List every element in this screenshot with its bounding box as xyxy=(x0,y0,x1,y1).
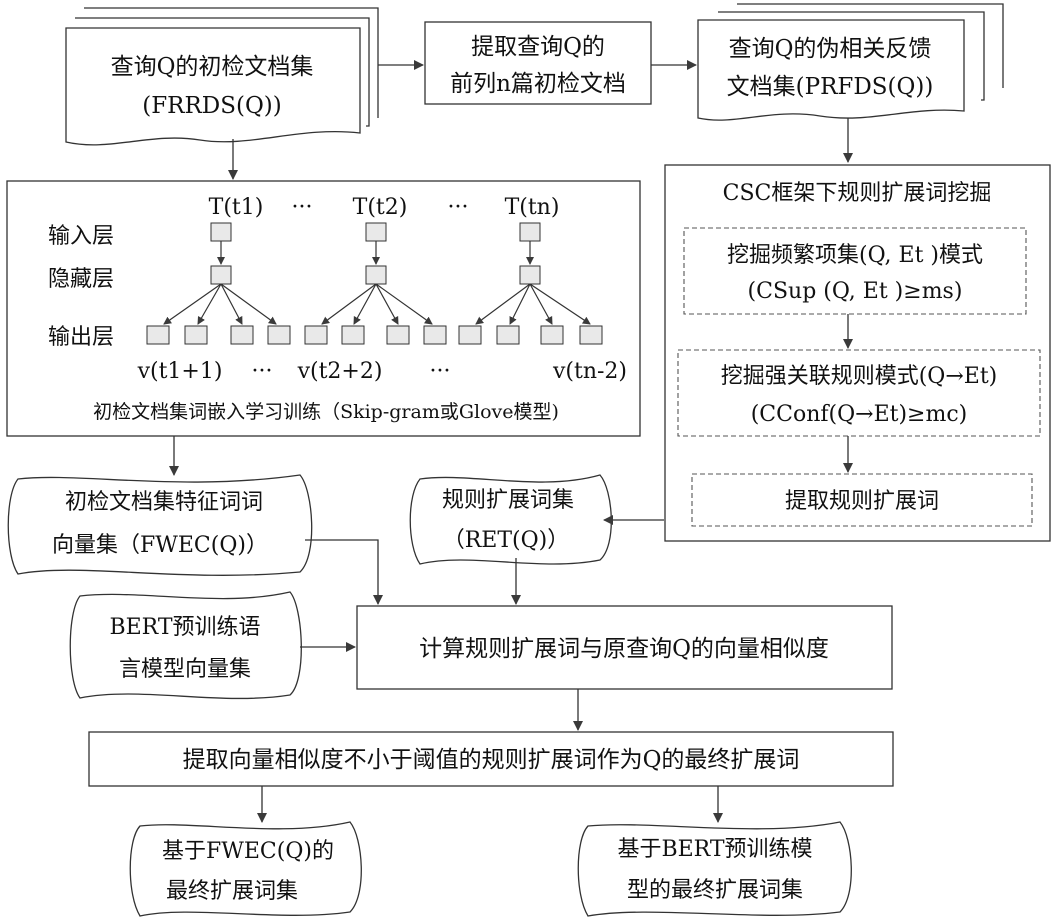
final-bert-node: 基于BERT预训练模 型的最终扩展词集 xyxy=(577,821,852,917)
initial-docs-node: 查询Q的初检文档集 (FRRDS(Q)) xyxy=(65,7,379,146)
csc-step1-line2: (CSup (Q, Et )≥ms) xyxy=(748,279,963,304)
ret-line1: 规则扩展词集 xyxy=(442,488,574,513)
extract-top-n-node: 提取查询Q的 前列n篇初检文档 xyxy=(424,21,652,105)
final-fwec-node: 基于FWEC(Q)的 最终扩展词集 xyxy=(129,821,362,917)
embedding-panel: T(t1) ··· T(t2) ··· T(tn) 输入层 隐藏层 输出层 xyxy=(6,180,641,437)
bert-vectors-node: BERT预训练语 言模型向量集 xyxy=(69,591,302,700)
arrow-fwec-to-similarity xyxy=(305,539,383,605)
bottom-ellipsis-2: ··· xyxy=(430,359,451,384)
csc-panel: CSC框架下规则扩展词挖掘 挖掘频繁项集(Q, Et )模式 (CSup (Q,… xyxy=(664,164,1051,542)
bert-vectors-line2: 言模型向量集 xyxy=(119,657,251,682)
bottom-ellipsis-1: ··· xyxy=(252,359,273,384)
extract-top-n-line1: 提取查询Q的 xyxy=(471,34,605,60)
fwec-node: 初检文档集特征词词 向量集（FWEC(Q)） xyxy=(7,474,313,576)
csc-step1-line1: 挖掘频繁项集(Q, Et )模式 xyxy=(727,243,983,268)
fwec-line2: 向量集（FWEC(Q)） xyxy=(52,533,268,558)
final-fwec-line2: 最终扩展词集 xyxy=(166,879,298,904)
fwec-line1: 初检文档集特征词词 xyxy=(65,490,263,515)
pseudo-feedback-line1: 查询Q的伪相关反馈 xyxy=(729,36,932,62)
output-layer-label: 输出层 xyxy=(48,325,114,350)
csc-title: CSC框架下规则扩展词挖掘 xyxy=(723,181,992,206)
csc-step2-line2: (CConf(Q→Et)≥mc) xyxy=(751,402,968,427)
bottom-label-1: v(t1+1) xyxy=(137,359,223,384)
bottom-label-2: v(t2+2) xyxy=(297,359,383,384)
final-fwec-line1: 基于FWEC(Q)的 xyxy=(162,839,334,864)
threshold-node: 提取向量相似度不小于阈值的规则扩展词作为Q的最终扩展词 xyxy=(88,731,894,787)
similarity-label: 计算规则扩展词与原查询Q的向量相似度 xyxy=(419,636,829,662)
ret-node: 规则扩展词集 （RET(Q)） xyxy=(409,474,612,565)
final-bert-line1: 基于BERT预训练模 xyxy=(617,837,812,862)
top-label-t1: T(t1) xyxy=(209,195,264,220)
top-label-tn: T(tn) xyxy=(505,195,560,220)
top-ellipsis-2: ··· xyxy=(448,195,469,220)
pseudo-feedback-node: 查询Q的伪相关反馈 文档集(PRFDS(Q)) xyxy=(697,3,1004,121)
bottom-label-n: v(tn-2) xyxy=(552,359,627,384)
network-group-2 xyxy=(304,222,447,345)
input-layer-label: 输入层 xyxy=(48,224,114,249)
embedding-caption: 初检文档集词嵌入学习训练（Skip-gram或Glove模型) xyxy=(93,401,559,423)
bert-vectors-line1: BERT预训练语 xyxy=(109,615,260,640)
final-bert-line2: 型的最终扩展词集 xyxy=(627,878,803,903)
initial-docs-line2: (FRRDS(Q)) xyxy=(142,93,282,119)
csc-step2-line1: 挖掘强关联规则模式(Q→Et) xyxy=(721,364,998,389)
similarity-node: 计算规则扩展词与原查询Q的向量相似度 xyxy=(356,605,893,690)
top-label-t2: T(t2) xyxy=(353,195,408,220)
threshold-label: 提取向量相似度不小于阈值的规则扩展词作为Q的最终扩展词 xyxy=(183,747,800,773)
pseudo-feedback-line2: 文档集(PRFDS(Q)) xyxy=(727,74,934,100)
network-group-3 xyxy=(458,222,603,345)
hidden-layer-label: 隐藏层 xyxy=(48,267,114,292)
initial-docs-line1: 查询Q的初检文档集 xyxy=(111,54,314,80)
ret-line2: （RET(Q)） xyxy=(443,528,570,553)
csc-step3: 提取规则扩展词 xyxy=(785,489,939,514)
network-group-1 xyxy=(146,222,291,345)
extract-top-n-line2: 前列n篇初检文档 xyxy=(450,71,626,97)
top-ellipsis-1: ··· xyxy=(292,195,313,220)
